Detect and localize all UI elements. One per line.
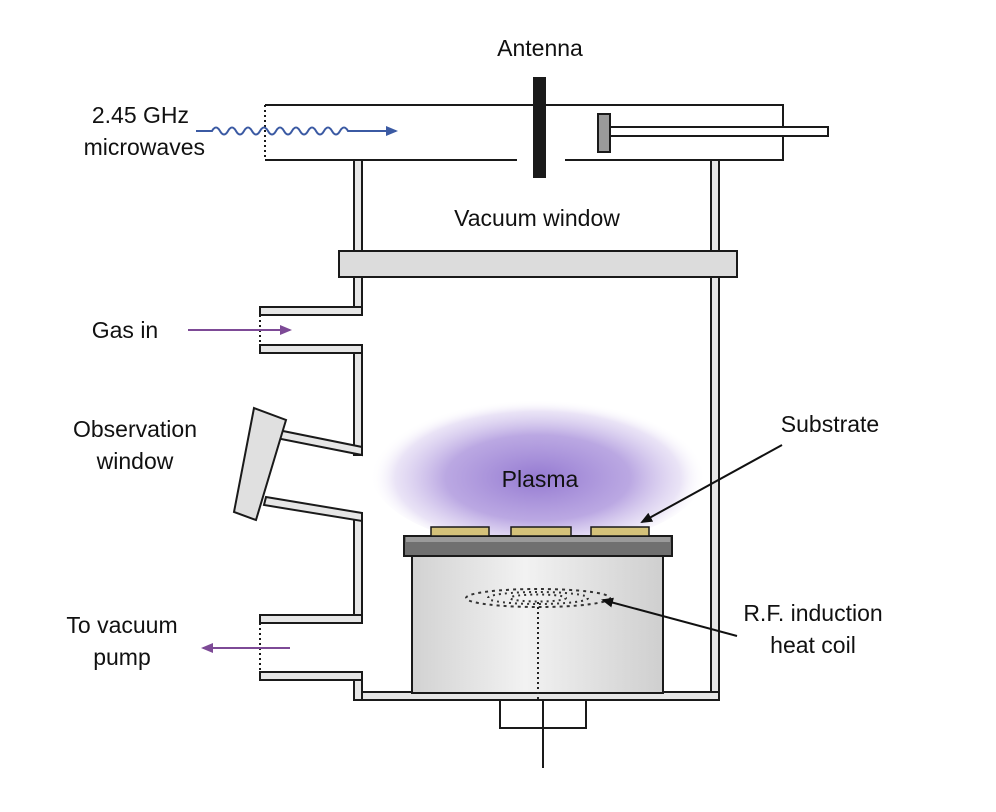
substrate-1 bbox=[430, 526, 490, 537]
vacuum-window bbox=[338, 250, 738, 278]
antenna-label: Antenna bbox=[497, 35, 583, 61]
plasma-label: Plasma bbox=[502, 466, 579, 492]
coil-pointer bbox=[601, 597, 738, 637]
pump-label-line2: pump bbox=[93, 644, 151, 670]
observation-label-line2: window bbox=[96, 448, 174, 474]
substrate-stage bbox=[403, 535, 673, 694]
observation-port bbox=[232, 406, 363, 523]
coil-label-line1: R.F. induction bbox=[743, 600, 882, 626]
tuning-plunger bbox=[597, 113, 829, 153]
substrate-3 bbox=[590, 526, 650, 537]
vacuum-pump-port bbox=[259, 614, 363, 681]
plasma-cloud bbox=[370, 392, 706, 548]
microwave-arrow bbox=[196, 126, 398, 136]
antenna bbox=[533, 77, 546, 178]
microwave-label-line1: 2.45 GHz bbox=[92, 102, 189, 128]
substrates bbox=[430, 526, 650, 537]
vacuum-window-label: Vacuum window bbox=[454, 205, 620, 231]
substrate-label: Substrate bbox=[781, 411, 879, 437]
coil-label-line2: heat coil bbox=[770, 632, 856, 658]
microwave-label-line2: microwaves bbox=[84, 134, 205, 160]
gas-in-label: Gas in bbox=[92, 317, 158, 343]
gas-inlet-port bbox=[259, 306, 363, 354]
wavy-arrow-icon bbox=[196, 126, 398, 136]
observation-label-line1: Observation bbox=[73, 416, 197, 442]
substrate-2 bbox=[510, 526, 572, 537]
substrate-pointer bbox=[640, 444, 783, 523]
pump-label-line1: To vacuum bbox=[66, 612, 177, 638]
